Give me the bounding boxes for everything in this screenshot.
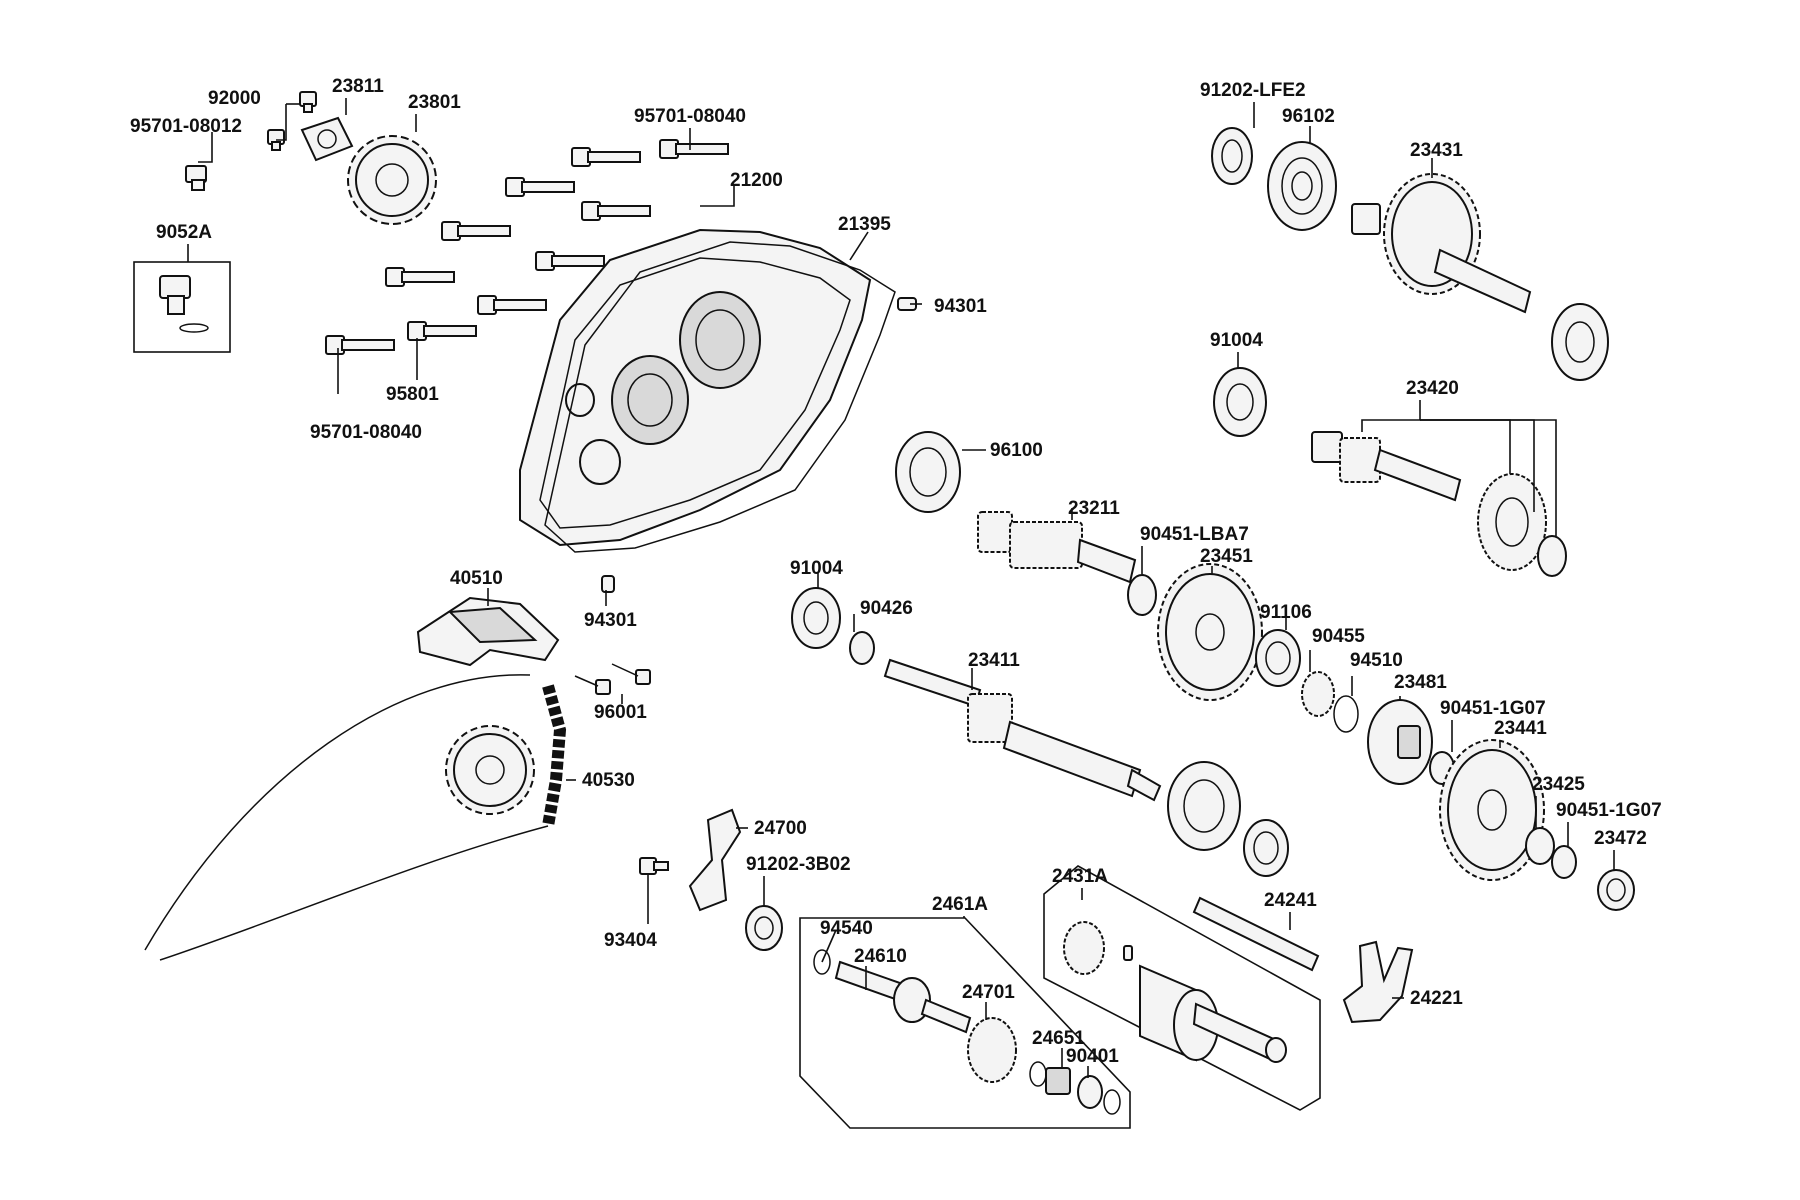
label-90451-1G07-b: 90451-1G07 xyxy=(1556,800,1662,821)
label-92000: 92000 xyxy=(208,88,261,109)
label-96102: 96102 xyxy=(1282,106,1335,127)
label-23451: 23451 xyxy=(1200,546,1253,567)
collar-23472 xyxy=(1597,869,1635,911)
label-21395: 21395 xyxy=(838,214,891,235)
label-23472: 23472 xyxy=(1594,828,1647,849)
label-23481: 23481 xyxy=(1394,672,1447,693)
label-23420: 23420 xyxy=(1406,378,1459,399)
lock-plate-23811 xyxy=(300,116,354,162)
label-91202-LFE2: 91202-LFE2 xyxy=(1200,80,1306,101)
leader-lines xyxy=(187,98,1615,1078)
label-90451-LBA7: 90451-LBA7 xyxy=(1140,524,1249,545)
label-40510: 40510 xyxy=(450,568,503,589)
label-91004-mid: 91004 xyxy=(790,558,843,579)
label-91004-top: 91004 xyxy=(1210,330,1263,351)
bearing-96102 xyxy=(1267,141,1337,231)
shaft-gear-23431 xyxy=(1351,173,1609,381)
label-90426: 90426 xyxy=(860,598,913,619)
dowel-pin-94301-bottom xyxy=(601,575,615,593)
label-91106: 91106 xyxy=(1260,602,1312,623)
bolt-92000 xyxy=(299,91,317,113)
transmission-case-21200 xyxy=(519,228,872,547)
label-24221: 24221 xyxy=(1410,988,1463,1009)
label-91202-3B02: 91202-3B02 xyxy=(746,854,851,875)
washer-90451-LBA7 xyxy=(1127,574,1157,616)
label-94510: 94510 xyxy=(1350,650,1403,671)
oil-seal-91202-LFE2 xyxy=(1211,127,1253,185)
label-23425: 23425 xyxy=(1532,774,1585,795)
sprocket-23801 xyxy=(347,135,437,225)
bolt-95701-08012 xyxy=(185,165,207,191)
needle-bearing-91106 xyxy=(1255,629,1301,687)
washer-90455 xyxy=(1301,671,1335,717)
label-90455: 90455 xyxy=(1312,626,1365,647)
label-24701: 24701 xyxy=(962,982,1015,1003)
drain-plug-9052A xyxy=(133,261,231,353)
label-94301-top: 94301 xyxy=(934,296,987,317)
gear-23441 xyxy=(1439,739,1545,881)
kick-shaft-assembly-2461A xyxy=(799,917,1131,1129)
label-90451-1G07-a: 90451-1G07 xyxy=(1440,698,1546,719)
label-2431A: 2431A xyxy=(1052,866,1108,887)
label-95701-08012: 95701-08012 xyxy=(130,116,242,137)
label-23211: 23211 xyxy=(1068,498,1120,519)
label-94301-bottom: 94301 xyxy=(584,610,637,631)
label-21200: 21200 xyxy=(730,170,783,191)
label-93404: 93404 xyxy=(604,930,657,951)
shift-fork-24221 xyxy=(1342,940,1414,1024)
label-23441: 23441 xyxy=(1494,718,1547,739)
oil-seal-23411-end xyxy=(1243,819,1289,877)
label-24651: 24651 xyxy=(1032,1028,1085,1049)
bolt-93404 xyxy=(639,857,669,875)
label-96001: 96001 xyxy=(594,702,647,723)
main-shaft-23411 xyxy=(883,658,1162,802)
case-bolts xyxy=(325,139,729,355)
label-96100: 96100 xyxy=(990,440,1043,461)
shift-rod-24241 xyxy=(1192,896,1320,972)
bearing-96100 xyxy=(895,431,961,513)
label-95701-08040-bottom: 95701-08040 xyxy=(310,422,422,443)
oil-seal-91202-3B02 xyxy=(745,905,783,951)
label-94540: 94540 xyxy=(820,918,873,939)
bushing-23425 xyxy=(1525,827,1555,865)
label-95701-08040-top: 95701-08040 xyxy=(634,106,746,127)
gear-23451 xyxy=(1157,563,1263,701)
dog-clutch-23481 xyxy=(1367,699,1433,785)
part-labels: 92000 23811 23801 95701-08012 95701-0804… xyxy=(130,76,1662,1067)
drive-chain-40530 xyxy=(144,674,567,961)
label-23811: 23811 xyxy=(332,76,384,97)
label-24610: 24610 xyxy=(854,946,907,967)
washer-90451-1G07-b xyxy=(1551,845,1577,879)
shaft-assembly-23420 xyxy=(1311,431,1567,577)
kick-starter-assembly-2431A xyxy=(1043,865,1321,1111)
label-40530: 40530 xyxy=(582,770,635,791)
bolts-96001 xyxy=(574,663,651,695)
bearing-91004-top xyxy=(1213,367,1267,437)
label-95801: 95801 xyxy=(386,384,439,405)
label-23431: 23431 xyxy=(1410,140,1463,161)
plate-24700 xyxy=(688,808,742,912)
chain-guide-40510 xyxy=(416,596,560,667)
label-23411: 23411 xyxy=(968,650,1020,671)
circlip-94510 xyxy=(1333,695,1359,733)
gasket-21395 xyxy=(544,241,896,553)
washer-90426 xyxy=(849,631,875,665)
drive-sprocket xyxy=(445,725,535,815)
label-9052A: 9052A xyxy=(156,222,212,243)
label-24241: 24241 xyxy=(1264,890,1317,911)
bearing-23411-end xyxy=(1167,761,1241,851)
bearing-91004-mid xyxy=(791,587,841,649)
shaft-23211 xyxy=(977,511,1137,584)
label-23801: 23801 xyxy=(408,92,461,113)
label-90401: 90401 xyxy=(1066,1046,1119,1067)
label-2461A: 2461A xyxy=(932,894,988,915)
label-24700: 24700 xyxy=(754,818,807,839)
